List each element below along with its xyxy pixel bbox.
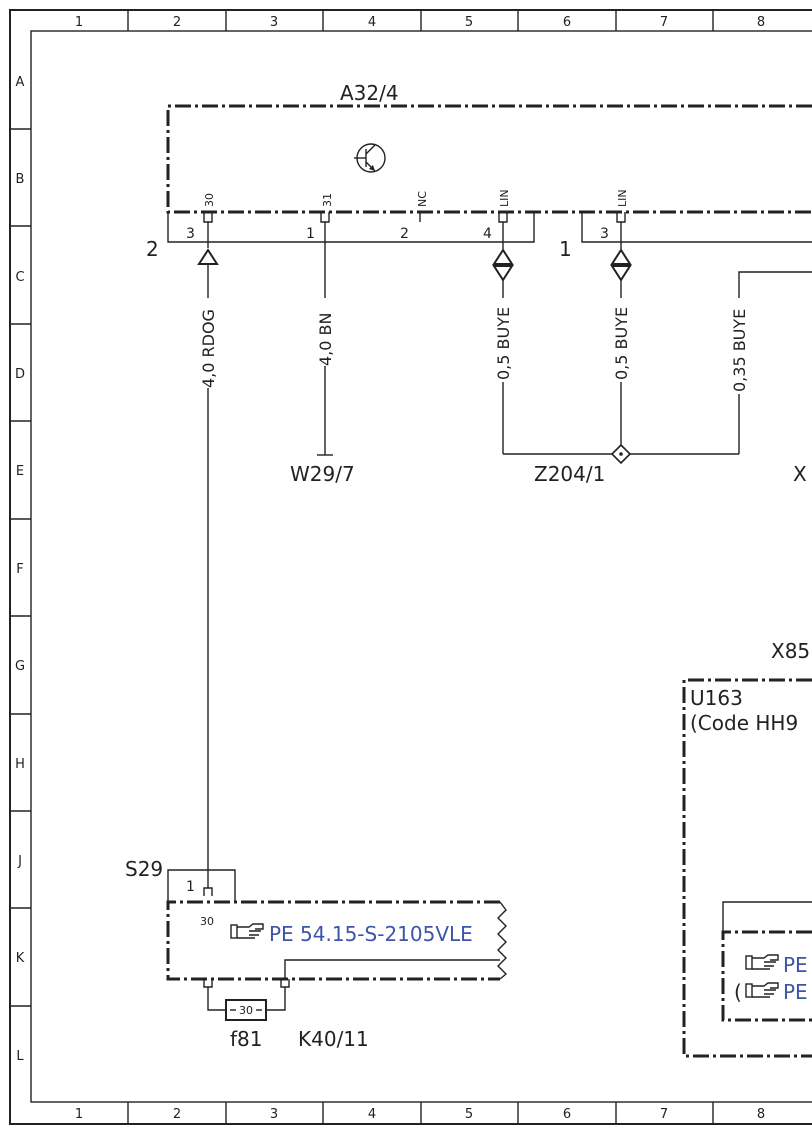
pin-number: 1 (306, 226, 315, 242)
pin-number: 3 (600, 226, 609, 242)
a32-label: A32/4 (340, 81, 399, 105)
pe-reference-link[interactable]: PE (783, 953, 808, 977)
connector-1-label: 1 (559, 237, 572, 261)
col-label: 2 (173, 1107, 181, 1122)
inner-frame (30, 30, 812, 1103)
wire-segment (738, 271, 812, 298)
fuse-value: 30 (239, 1004, 253, 1017)
wire-label: 0,5 BUYE (612, 307, 631, 380)
u163-label: U163 (690, 686, 743, 710)
wire-label: 0,5 BUYE (494, 307, 513, 380)
wire-label: 0,35 BUYE (730, 309, 749, 392)
col-label: 4 (368, 1107, 376, 1122)
f81-label: f81 (230, 1027, 263, 1051)
connector-arrow-icon (197, 248, 219, 265)
col-label: 4 (368, 15, 376, 30)
wire-segment (284, 959, 500, 979)
wire-segment (266, 987, 286, 1011)
x85-label-partial: X85 (771, 639, 810, 663)
a32-box (166, 104, 812, 214)
transistor-icon (354, 143, 386, 173)
col-label: 2 (173, 15, 181, 30)
col-label: 5 (465, 15, 473, 30)
row-label: E (16, 464, 24, 479)
row-label: G (15, 659, 25, 674)
col-label: 5 (465, 1107, 473, 1122)
pin-number: 4 (483, 226, 492, 242)
pin-label: LIN (498, 189, 511, 207)
pin-label: 30 (203, 193, 216, 207)
wire-label: 4,0 BN (316, 313, 335, 366)
pin-number: 30 (200, 915, 214, 928)
wire-segment (207, 987, 226, 1011)
row-label: F (16, 562, 23, 577)
col-label: 6 (563, 1107, 571, 1122)
connector-double-arrow-icon (610, 248, 632, 282)
connector-double-arrow-icon (492, 248, 514, 282)
s29-connector-outline (167, 869, 236, 902)
row-label: J (17, 854, 22, 869)
wire-label: 4,0 RDOG (199, 309, 218, 388)
col-label: 1 (75, 15, 83, 30)
col-label: 7 (660, 1107, 668, 1122)
pin-number: 2 (400, 226, 409, 242)
pin-label: NC (416, 191, 429, 207)
x-label-partial: X (793, 462, 807, 486)
column-labels-bottom: 1 2 3 4 5 6 7 8 (75, 1107, 765, 1122)
col-label: 6 (563, 15, 571, 30)
row-label: K (16, 951, 25, 966)
s29-label: S29 (125, 857, 163, 881)
pe-reference-link[interactable]: PE 54.15-S-2105VLE (269, 922, 473, 946)
w29-label: W29/7 (290, 462, 355, 486)
s29-box (166, 900, 500, 981)
fuse-icon (225, 999, 267, 1021)
row-labels: A B C D E F G H J K L (15, 75, 25, 1064)
connector-2-pins: 3 1 2 4 (186, 226, 492, 242)
pin-label: LIN (616, 189, 629, 207)
paren-open: ( (734, 980, 742, 1004)
row-label: D (15, 367, 25, 382)
u163-inner-box (721, 930, 812, 1022)
outer-frame (9, 9, 812, 1125)
col-label: 8 (757, 15, 765, 30)
z204-label: Z204/1 (534, 462, 605, 486)
u163-code: (Code HH9 (690, 711, 798, 735)
column-ticks (127, 10, 714, 1124)
col-label: 3 (270, 1107, 278, 1122)
pointing-hand-icon (745, 954, 779, 970)
col-label: 8 (757, 1107, 765, 1122)
pin-number: 1 (186, 879, 195, 895)
k40-label: K40/11 (298, 1027, 369, 1051)
row-label: L (16, 1049, 24, 1064)
row-label: H (15, 757, 25, 772)
pointing-hand-icon (230, 923, 264, 939)
row-label: C (15, 270, 24, 285)
connector-2-outline (167, 212, 535, 243)
row-label: B (16, 172, 25, 187)
col-label: 3 (270, 15, 278, 30)
connector-2-label: 2 (146, 237, 159, 261)
pin-number: 3 (186, 226, 195, 242)
a32-pin-labels: 30 31 NC LIN LIN (203, 189, 629, 207)
pin-bracket (203, 887, 213, 896)
pe-reference-link[interactable]: PE (783, 980, 808, 1004)
connector-1-outline (581, 212, 812, 243)
col-label: 1 (75, 1107, 83, 1122)
u163-connector-outline (722, 901, 812, 932)
pointing-hand-icon (745, 982, 779, 998)
col-label: 7 (660, 15, 668, 30)
s29-break-edge (497, 901, 508, 980)
row-label: A (16, 75, 25, 90)
u163-box (682, 678, 812, 1058)
row-ticks (10, 128, 31, 1007)
column-labels-top: 1 2 3 4 5 6 7 8 (75, 15, 765, 30)
pin-label: 31 (321, 193, 334, 207)
